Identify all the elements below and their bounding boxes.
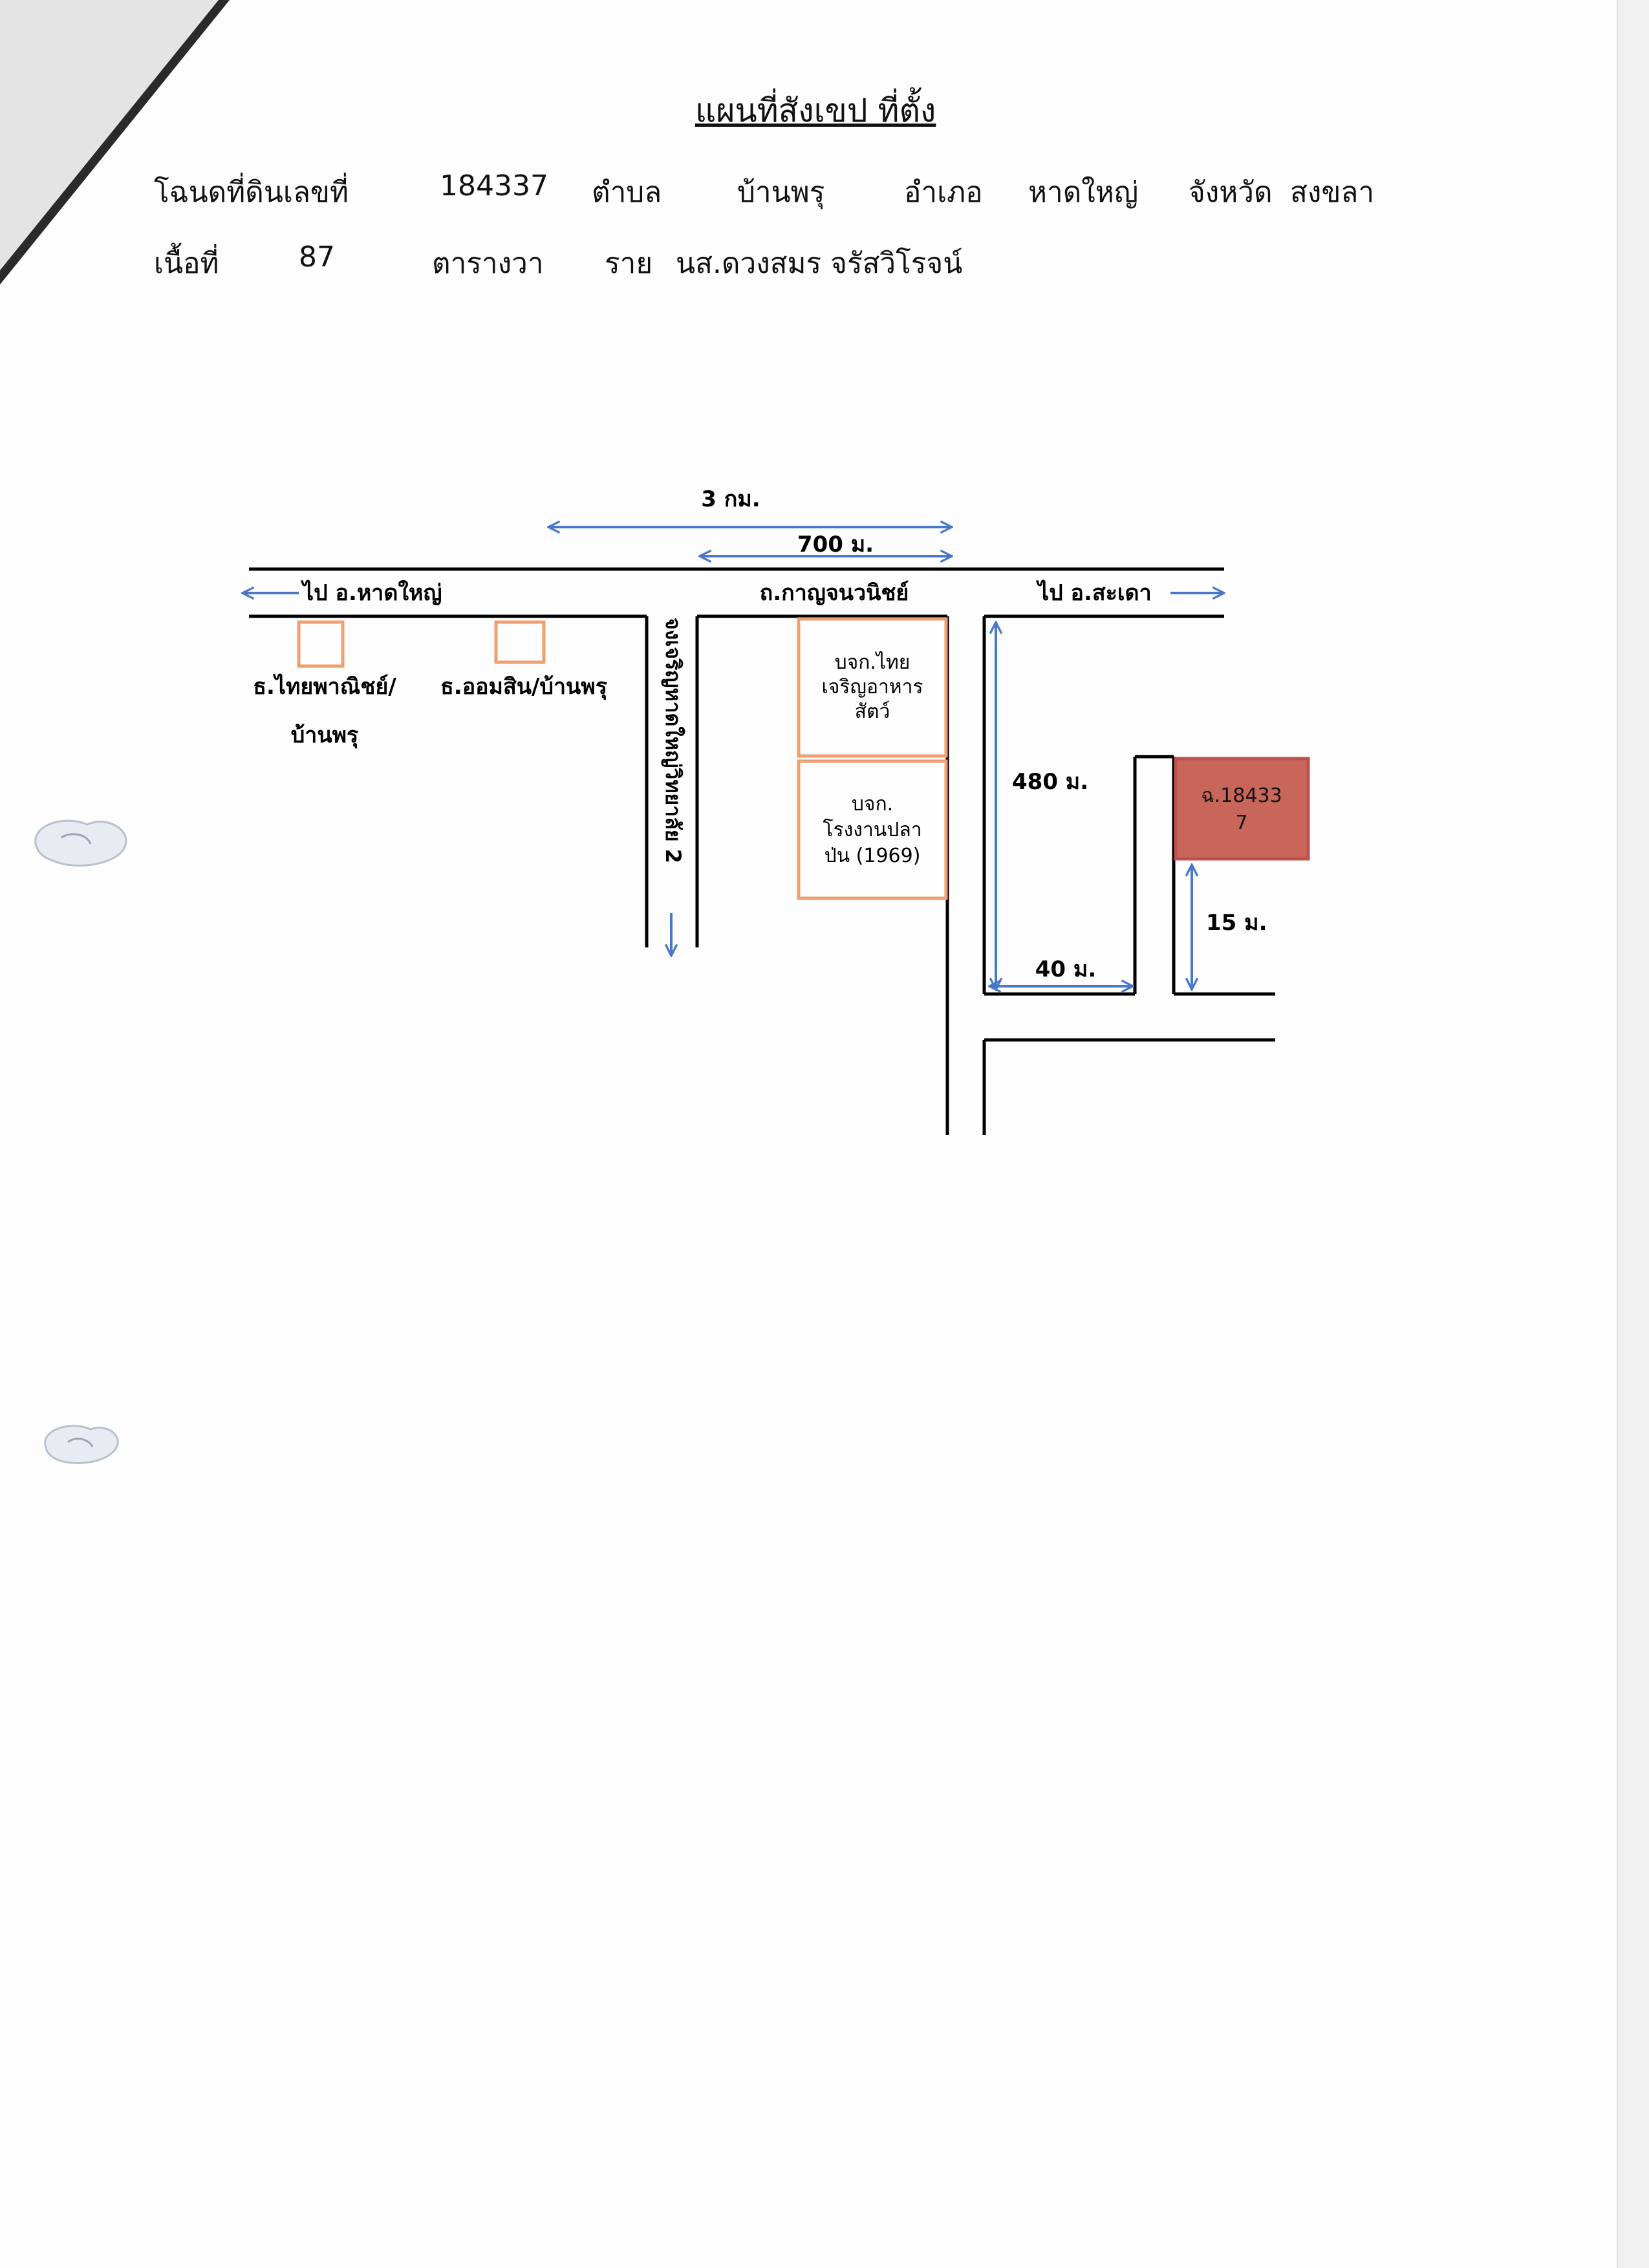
- company1-line2: เจริญอาหาร: [821, 676, 923, 698]
- label-3km: 3 กม.: [701, 486, 760, 512]
- label-bank-gsb: ธ.ออมสิน/บ้านพรุ: [440, 674, 608, 700]
- document-title: แผนที่สังเขป ที่ตั้ง: [695, 92, 936, 129]
- district-value: หาดใหญ่: [1028, 176, 1139, 209]
- subdistrict-value: บ้านพรุ: [737, 176, 825, 209]
- company2-box: [797, 759, 948, 900]
- label-15m: 15 ม.: [1206, 910, 1267, 936]
- label-to-hatyai: ไป อ.หาดใหญ่: [301, 579, 442, 606]
- area-label: เนื้อที่: [154, 247, 219, 280]
- company2-line2: โรงงานปลา: [823, 818, 921, 841]
- label-bank-thai-2: บ้านพรุ: [291, 722, 359, 749]
- owner-label: ราย: [605, 247, 653, 280]
- page-edge: [1617, 0, 1649, 2268]
- area-value: 87: [299, 241, 335, 274]
- label-school-road: จงเจริญหาดใหญ่วิทยาลัย 2: [661, 618, 685, 863]
- land-plot-184337: [1174, 757, 1310, 861]
- district-label: อำเภอ: [904, 176, 983, 209]
- plot-label-line2: 7: [1235, 812, 1247, 834]
- company2-line3: ป่น (1969): [824, 845, 921, 867]
- province-value: สงขลา: [1290, 176, 1375, 209]
- deed-label: โฉนดที่ดินเลขที่: [154, 176, 349, 209]
- label-40m: 40 ม.: [1035, 956, 1096, 982]
- folded-corner-flap: [0, 0, 219, 270]
- label-700m: 700 ม.: [797, 532, 874, 557]
- company1-box: [797, 617, 948, 758]
- area-unit: ตารางวา: [432, 247, 544, 280]
- bank-thai-marker: [297, 620, 345, 668]
- label-bank-thai-1: ธ.ไทยพาณิชย์/: [253, 673, 396, 700]
- company1-line3: สัตว์: [855, 700, 890, 723]
- bank-gsb-marker: [494, 620, 546, 664]
- company1-line1: บจก.ไทย: [835, 651, 911, 674]
- company2-line1: บจก.: [852, 793, 893, 815]
- label-main-road: ถ.กาญจนวนิชย์: [760, 580, 909, 606]
- punch-hole-mark-lower: [44, 1425, 119, 1464]
- owner-name: นส.ดวงสมร จรัสวิโรจน์: [676, 247, 963, 280]
- province-label: จังหวัด: [1189, 176, 1273, 209]
- label-480m: 480 ม.: [1012, 769, 1088, 795]
- subdistrict-label: ตำบล: [592, 176, 662, 209]
- plot-label-line1: ฉ.18433: [1201, 784, 1282, 807]
- punch-hole-mark-upper: [34, 819, 127, 867]
- deed-number: 184337: [440, 169, 548, 202]
- label-to-sadao: ไป อ.สะเดา: [1036, 579, 1152, 606]
